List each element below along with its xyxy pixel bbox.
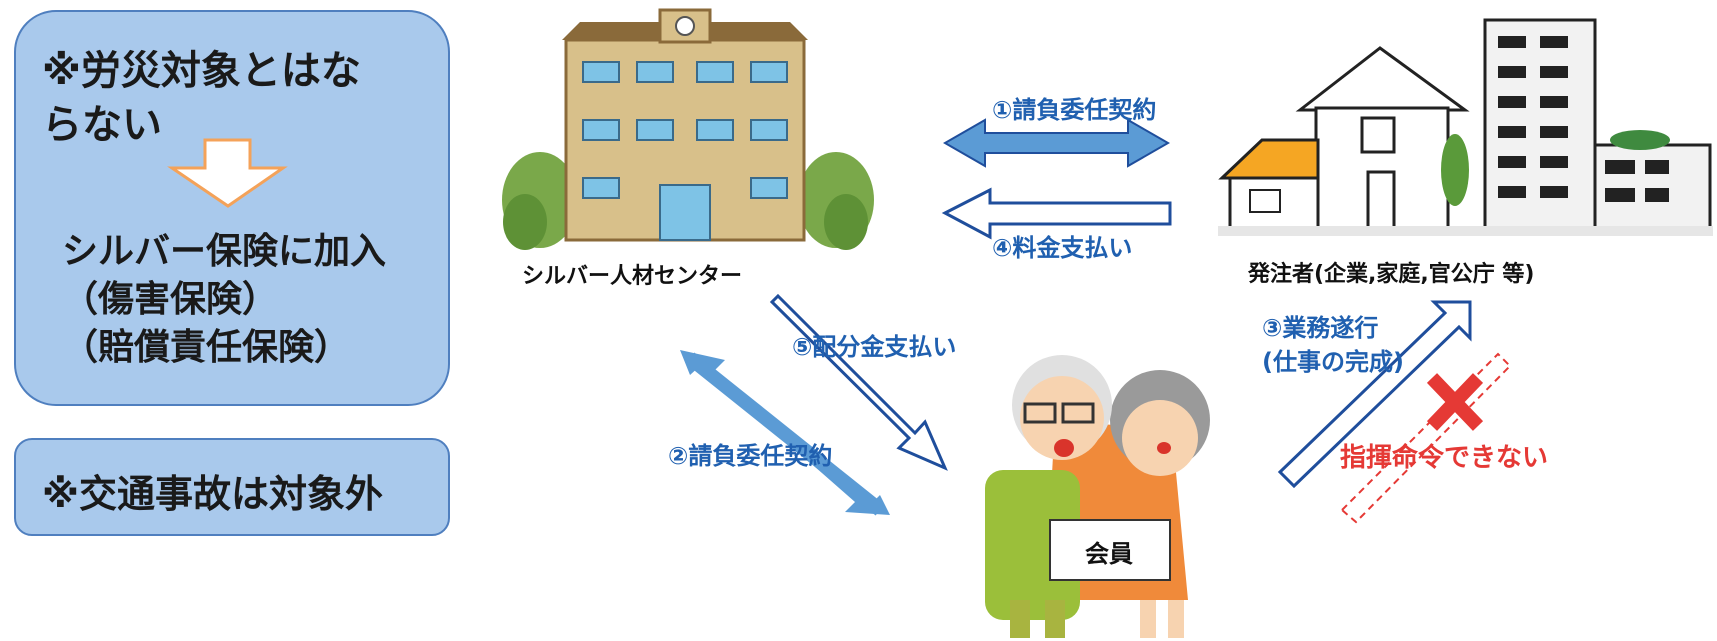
- note-title-line1: ※労災対象とはな: [42, 48, 361, 94]
- arrow-3-label-line1: ③業務遂行: [1262, 314, 1379, 342]
- arrow-work-3: [1277, 300, 1472, 489]
- client-buildings-icon: [1218, 18, 1713, 236]
- insurance-item-liability: （賠償責任保険）: [62, 327, 351, 368]
- arrow-2-label: ②請負委任契約: [668, 442, 833, 470]
- prohibited-label: 指揮命令できない: [1340, 443, 1549, 473]
- member-label: 会員: [1085, 540, 1133, 568]
- insurance-item-injury: （傷害保険）: [62, 279, 279, 320]
- arrow-distribution-5: [769, 293, 948, 471]
- client-label: 発注者(企業,家庭,官公庁 等): [1248, 262, 1535, 287]
- arrow-contract-1: [942, 118, 1171, 168]
- traffic-note: ※交通事故は対象外: [42, 472, 383, 516]
- member-couple-icon: [985, 355, 1210, 638]
- arrow-3-label-line2: (仕事の完成): [1262, 348, 1404, 376]
- insurance-line: シルバー保険に加入: [62, 231, 387, 272]
- arrow-contract-2: [680, 350, 890, 516]
- cross-mark-icon: [1426, 373, 1484, 431]
- arrow-payment-4: [941, 187, 1172, 240]
- silver-center-building-icon: [502, 8, 874, 250]
- arrow-1-label: ①請負委任契約: [992, 96, 1157, 124]
- insurance-note-panel: [14, 10, 450, 406]
- traffic-note-panel: [14, 438, 450, 536]
- silver-center-label: シルバー人材センター: [522, 264, 743, 289]
- note-title-line2: らない: [42, 102, 162, 148]
- arrow-4-label: ④料金支払い: [992, 234, 1133, 262]
- arrow-5-label: ⑤配分金支払い: [792, 333, 957, 361]
